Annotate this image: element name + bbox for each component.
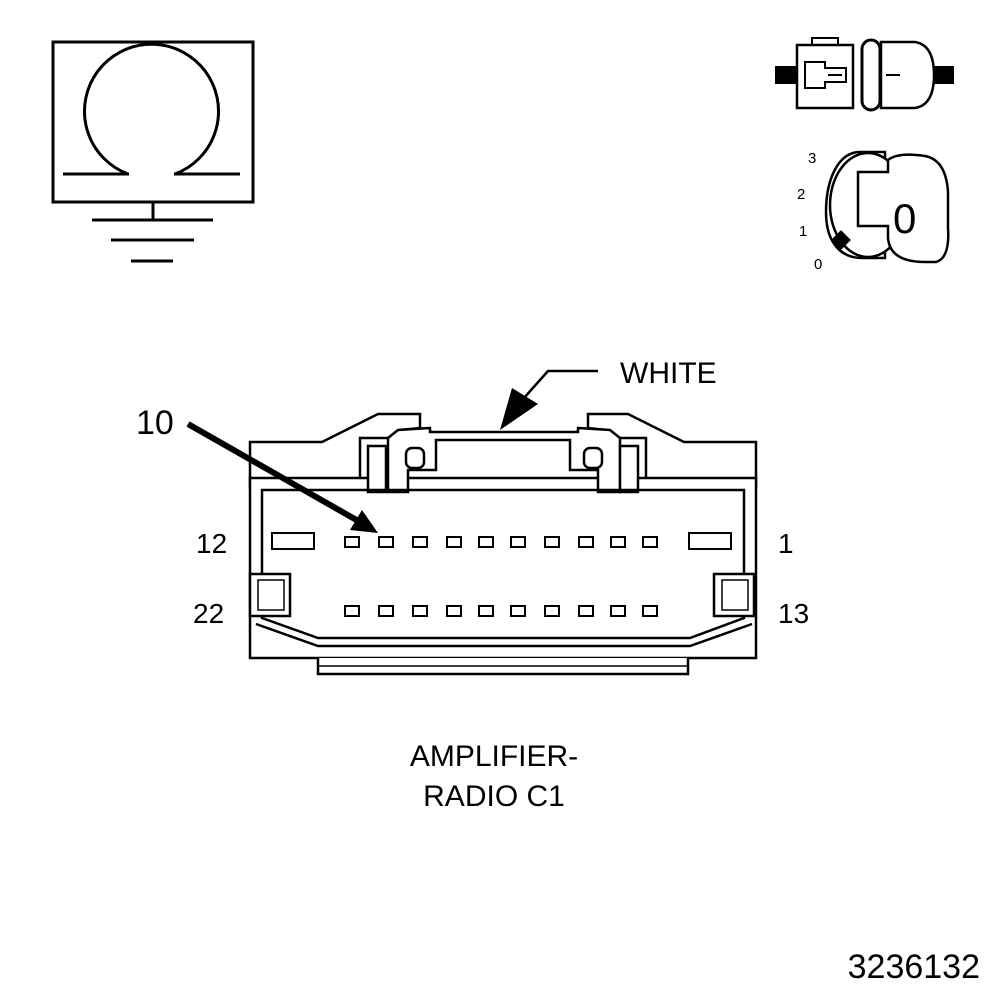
disconnected-connector-icon <box>775 37 954 112</box>
ignition-position-2: 2 <box>797 186 805 203</box>
figure-number: 3236132 <box>848 948 980 986</box>
pin-row-lower <box>344 605 658 617</box>
connector-caption-line2: RADIO C1 <box>423 780 565 813</box>
pin-label-1: 1 <box>778 528 794 559</box>
pin-row-upper <box>344 536 658 548</box>
ignition-position-0: 0 <box>814 256 822 273</box>
connector-caption-line1: AMPLIFIER- <box>410 740 578 773</box>
color-callout-label: WHITE <box>620 357 717 390</box>
ohmmeter-ground-icon <box>51 40 255 263</box>
ignition-position-1: 1 <box>799 223 807 240</box>
pin-callout-arrow <box>186 421 378 533</box>
connector-pins <box>271 532 732 617</box>
pin-cavity-large <box>688 532 732 550</box>
connector-face <box>248 412 758 676</box>
pin-callout-label: 10 <box>136 404 174 442</box>
ignition-key-switch-icon: 0 3 2 1 0 <box>797 150 950 273</box>
pin-label-22: 22 <box>193 598 224 629</box>
ignition-key-label: 0 <box>893 195 916 242</box>
pin-label-13: 13 <box>778 598 809 629</box>
color-callout-arrow <box>500 369 598 430</box>
pin-cavity-large <box>271 532 315 550</box>
ignition-position-3: 3 <box>808 150 816 167</box>
pin-label-12: 12 <box>196 528 227 559</box>
